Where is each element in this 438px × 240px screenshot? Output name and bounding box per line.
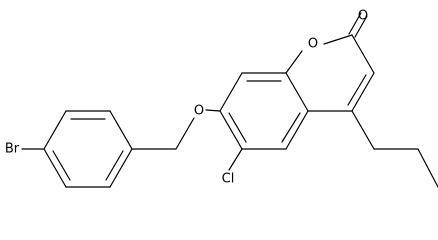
bromophenyl-ring <box>43 110 133 188</box>
carbonyl-bond <box>354 15 368 38</box>
pyranone-ring <box>285 34 375 112</box>
bond-c2-c3 <box>351 34 375 74</box>
bond-o1-c2 <box>323 34 353 45</box>
bond <box>109 148 133 188</box>
double-bond-inner <box>347 74 367 106</box>
molecule-structure: O O O Br Cl <box>5 9 438 188</box>
bond-c3-c4 <box>351 72 375 112</box>
bond <box>219 72 243 112</box>
bond-c8a-o1 <box>285 50 303 74</box>
bond <box>417 148 438 188</box>
double-bond-inner <box>281 112 301 143</box>
atom-o-ring: O <box>308 37 318 52</box>
double-bond-inner <box>228 112 247 143</box>
atom-o-carbonyl: O <box>358 9 368 24</box>
bond-o-c7 <box>205 109 221 112</box>
bond-c-cl <box>228 148 243 171</box>
atom-cl: Cl <box>222 172 235 187</box>
carbonyl-bond <box>348 12 362 35</box>
bond <box>351 110 375 150</box>
bond <box>109 110 133 150</box>
benzo-ring <box>219 72 309 150</box>
bond <box>43 110 67 150</box>
atom-o-ether: O <box>194 104 204 119</box>
bond <box>285 110 309 150</box>
propyl-chain <box>351 110 438 188</box>
bond <box>219 110 243 150</box>
atom-br: Br <box>5 142 20 157</box>
bond <box>43 148 67 188</box>
bond-ch2-o <box>175 117 195 150</box>
double-bond-inner <box>52 150 71 181</box>
bond <box>285 72 309 112</box>
double-bond-inner <box>105 150 124 181</box>
